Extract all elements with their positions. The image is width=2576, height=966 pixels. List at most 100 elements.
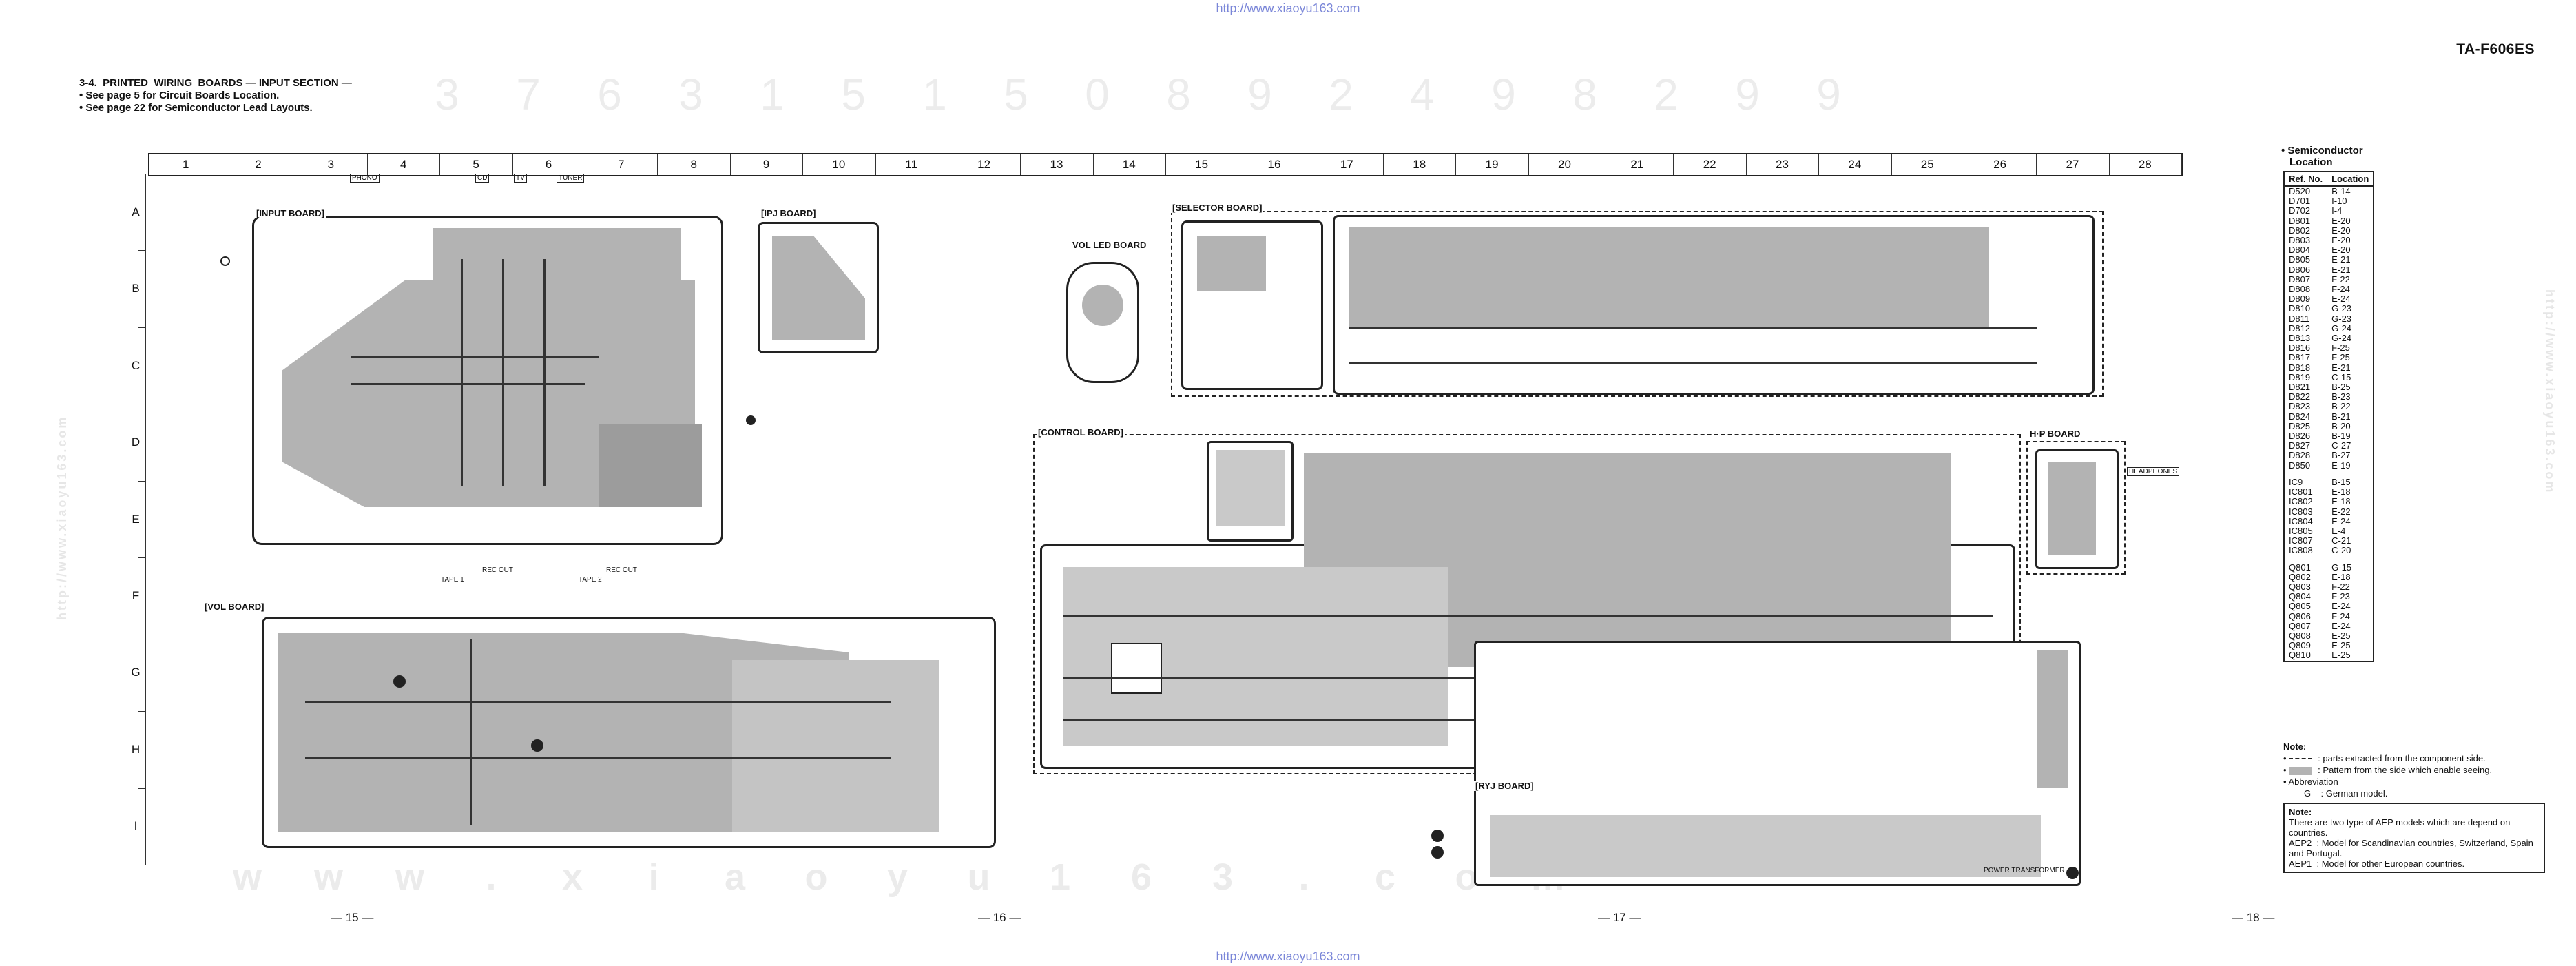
location-cell: B-21 xyxy=(2331,411,2351,422)
ref-no-cell: D809 xyxy=(2284,294,2328,305)
grid-column-16: 16 xyxy=(1238,154,1311,175)
ref-no-cell: D818 xyxy=(2284,362,2328,373)
headphones-label: HEADPHONES xyxy=(2127,467,2180,476)
trace xyxy=(351,356,599,358)
copper-area xyxy=(2037,650,2068,788)
location-cell: B-14 xyxy=(2331,186,2351,196)
ref-no-cell: D825 xyxy=(2284,421,2328,432)
location-cell: G-23 xyxy=(2331,303,2352,314)
location-cell: G-15 xyxy=(2331,562,2352,573)
grid-column-19: 19 xyxy=(1455,154,1529,175)
aep2-note: AEP2 : Model for Scandinavian countries,… xyxy=(2289,838,2536,859)
selector-board-label: [SELECTOR BOARD] xyxy=(1171,203,1264,213)
watermark-digit: 4 xyxy=(1410,70,1435,119)
page-number-18: — 18 — xyxy=(2232,911,2275,924)
ref-no-cell: IC9 xyxy=(2284,477,2328,488)
source-url-top: http://www.xiaoyu163.com xyxy=(1216,1,1360,15)
selector-board-main xyxy=(1333,215,2095,395)
location-cell: B-27 xyxy=(2331,450,2351,461)
grid-row-tick xyxy=(138,788,146,789)
grid-column-14: 14 xyxy=(1093,154,1166,175)
watermark-digit: 0 xyxy=(1085,70,1110,119)
watermark-digit: 2 xyxy=(1654,70,1679,119)
location-cell: E-21 xyxy=(2331,264,2351,275)
watermark-letter: y xyxy=(886,856,908,898)
location-cell: I-10 xyxy=(2331,196,2347,207)
ref-no-cell: Q802 xyxy=(2284,572,2328,582)
control-sub-board xyxy=(1207,441,1294,542)
abbreviation-label: • Abbreviation xyxy=(2283,777,2338,787)
watermark-letter: o xyxy=(804,856,828,898)
ref-no-cell: D819 xyxy=(2284,372,2328,383)
copper-area xyxy=(2048,462,2096,555)
power-transformer-label: POWER TRANSFORMER xyxy=(1984,867,2065,874)
pattern-swatch xyxy=(2289,766,2313,775)
rec-out-label-2: REC OUT xyxy=(606,566,637,574)
watermark-digit: 5 xyxy=(841,70,866,119)
location-cell: E-4 xyxy=(2331,525,2346,536)
location-cell: B-22 xyxy=(2331,401,2351,412)
location-cell: B-15 xyxy=(2331,476,2351,487)
location-cell: E-24 xyxy=(2331,620,2351,631)
location-cell: F-25 xyxy=(2331,342,2350,353)
ref-no-cell: D828 xyxy=(2284,451,2328,461)
grid-column-17: 17 xyxy=(1311,154,1384,175)
table-spacer xyxy=(2284,470,2374,477)
grid-row-D: D xyxy=(131,435,141,449)
page-number-16: — 16 — xyxy=(978,911,1021,924)
ref-no-cell: Q807 xyxy=(2284,621,2328,631)
grid-column-2: 2 xyxy=(222,154,295,175)
ref-no-cell: IC802 xyxy=(2284,497,2328,507)
ref-no-cell: D827 xyxy=(2284,441,2328,451)
watermark-digit: 5 xyxy=(1004,70,1028,119)
watermark-letter: w xyxy=(313,856,343,898)
semiconductor-title-line-2: Location xyxy=(2289,156,2333,168)
trace xyxy=(470,639,472,825)
grid-row-tick xyxy=(138,557,146,559)
grid-row-I: I xyxy=(134,819,138,833)
trace xyxy=(1349,327,2037,329)
location-cell: E-22 xyxy=(2331,506,2351,517)
copper-area xyxy=(599,424,702,507)
copper-area xyxy=(1490,815,2041,877)
table-header-ref: Ref. No. xyxy=(2284,172,2328,187)
ref-no-cell: Q808 xyxy=(2284,630,2328,641)
ref-no-cell: Q803 xyxy=(2284,582,2328,593)
grid-column-21: 21 xyxy=(1601,154,1674,175)
legend-text-1: : parts extracted from the component sid… xyxy=(2318,753,2486,763)
watermark-site: www.xiaoyu163.com xyxy=(207,856,1588,898)
section-bullet-2: • See page 22 for Semiconductor Lead Lay… xyxy=(79,102,313,114)
watermark-letter: c xyxy=(1374,856,1396,898)
location-cell: I-4 xyxy=(2331,205,2343,216)
grid-column-13: 13 xyxy=(1020,154,1094,175)
location-cell: G-23 xyxy=(2331,313,2352,324)
watermark-digit: 1 xyxy=(760,70,785,119)
ref-no-cell: Q806 xyxy=(2284,611,2328,621)
volume-pot-mount xyxy=(393,675,406,688)
grid-row-C: C xyxy=(131,358,141,372)
ref-no-cell: D850 xyxy=(2284,460,2328,471)
location-cell: E-18 xyxy=(2331,571,2351,582)
ref-no-cell: D810 xyxy=(2284,304,2328,314)
ref-no-cell: D701 xyxy=(2284,196,2328,207)
control-board-label: [CONTROL BOARD] xyxy=(1037,427,1125,438)
location-cell: E-24 xyxy=(2331,294,2351,305)
watermark-letter: x xyxy=(561,856,583,898)
location-cell: F-22 xyxy=(2331,274,2350,285)
